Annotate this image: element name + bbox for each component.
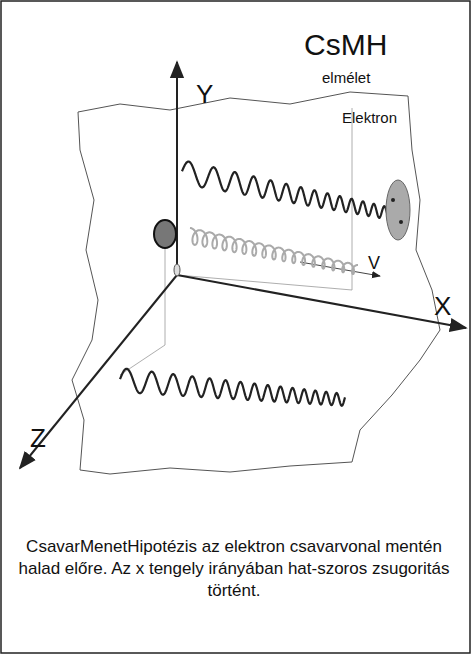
disc-dot <box>399 220 403 224</box>
axis-label: Y <box>196 80 213 109</box>
velocity-label: V <box>368 254 380 274</box>
disc-dot <box>391 198 395 202</box>
axis-label: Z <box>30 424 46 453</box>
end-disc <box>386 180 410 240</box>
particle-label: Elektron <box>342 110 397 127</box>
y-axis <box>176 62 178 275</box>
subtitle-label: elmélet <box>322 70 370 87</box>
helix-path <box>190 228 358 274</box>
origin-mark <box>174 264 180 276</box>
helix-path <box>182 162 392 220</box>
caption: CsavarMenetHipotézis az elektron csavarv… <box>6 536 462 602</box>
start-disc <box>154 220 176 248</box>
helix-path <box>120 369 345 406</box>
x-axis <box>177 275 466 328</box>
title: CsMH <box>304 28 387 61</box>
paper-plane <box>72 92 440 474</box>
axis-label: X <box>434 292 451 321</box>
